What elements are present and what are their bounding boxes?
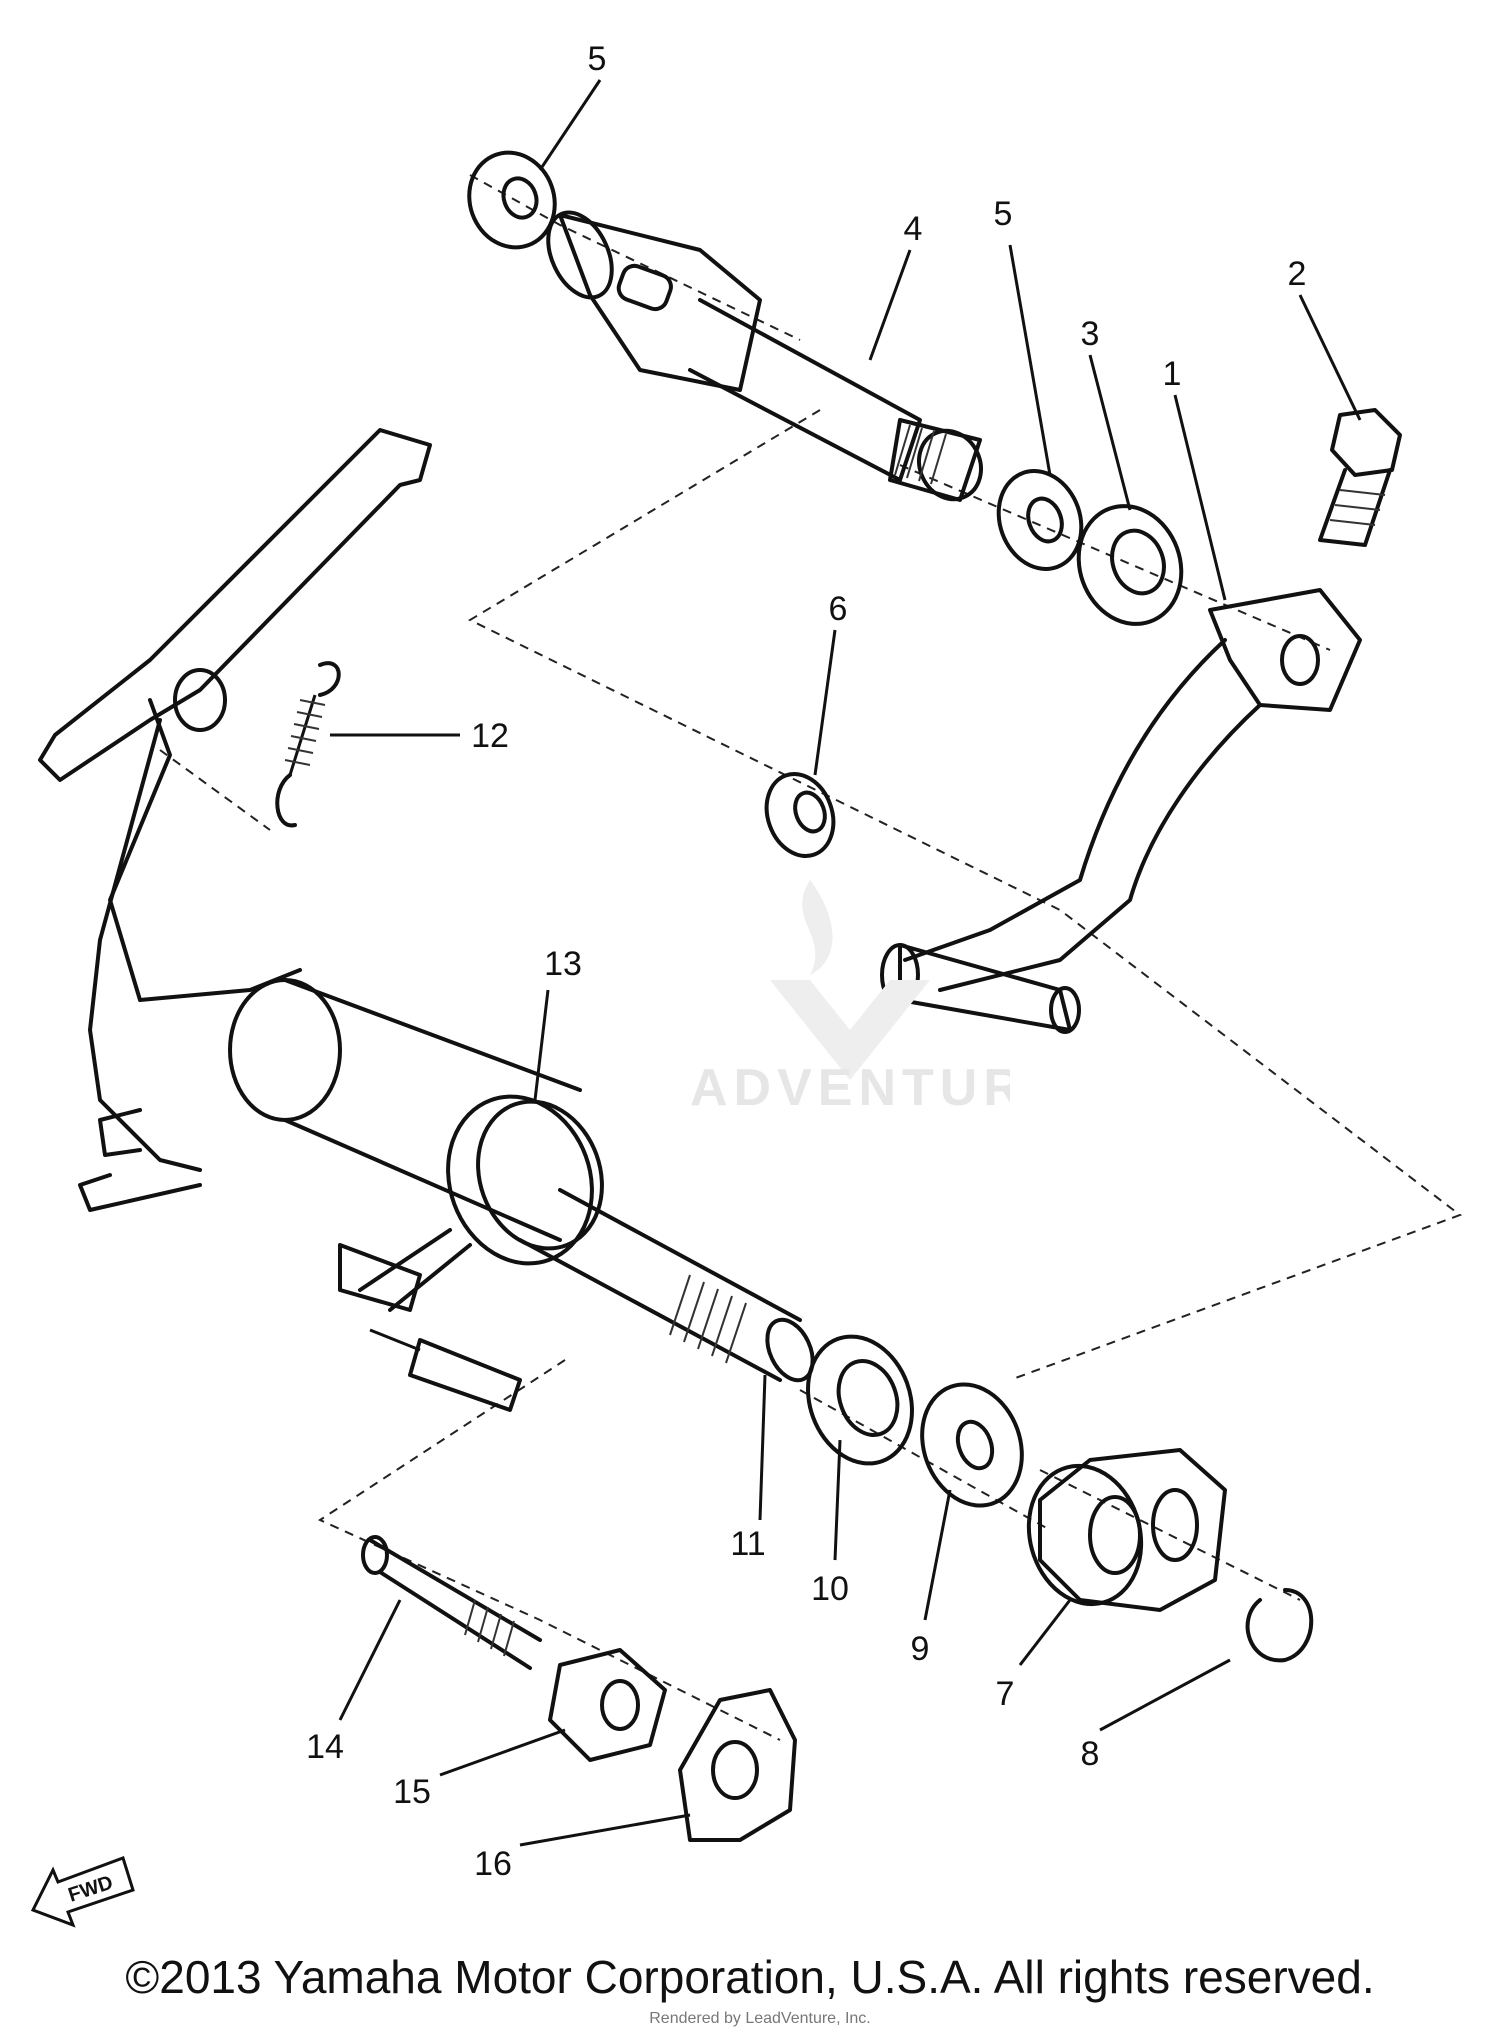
part-8-circlip xyxy=(1245,1588,1314,1663)
part-16-plate xyxy=(678,1688,797,1842)
part-label-8: 8 xyxy=(1081,1735,1100,1773)
leader-lines xyxy=(330,79,1362,1847)
part-6-collar xyxy=(764,772,836,858)
part-13-shift-arm xyxy=(38,428,815,1383)
fwd-arrow-icon: FWD xyxy=(30,1856,135,1928)
part-7-cam xyxy=(1026,1448,1227,1612)
part-number-labels: 5 4 5 3 1 2 6 12 13 11 10 9 7 8 14 15 16 xyxy=(306,40,1306,1883)
part-label-14: 14 xyxy=(306,1728,344,1766)
watermark-logo-icon xyxy=(770,880,930,1080)
assembly-lines xyxy=(159,174,1463,1741)
part-label-3: 3 xyxy=(1081,315,1100,353)
copyright-notice: ©2013 Yamaha Motor Corporation, U.S.A. A… xyxy=(125,1951,1375,2003)
watermark-text: ADVENTURE xyxy=(690,1059,1010,1110)
part-5-washer-top xyxy=(467,150,557,250)
part-label-7: 7 xyxy=(996,1675,1015,1713)
part-10-seal xyxy=(806,1334,914,1466)
part-3-oil-seal xyxy=(1076,504,1184,626)
watermark: ADVENTURE xyxy=(690,880,1010,1110)
part-label-6: 6 xyxy=(829,590,848,628)
part-label-13: 13 xyxy=(544,945,582,983)
part-label-15: 15 xyxy=(393,1773,431,1811)
part-label-11: 11 xyxy=(730,1525,765,1563)
part-label-5b: 5 xyxy=(994,195,1013,233)
part-label-4: 4 xyxy=(904,210,923,248)
footer-credit: Rendered by LeadVenture, Inc. xyxy=(649,2010,871,2027)
part-label-2: 2 xyxy=(1288,255,1307,293)
part-label-12: 12 xyxy=(471,717,509,755)
part-12-spring xyxy=(275,661,341,828)
part-13-torsion-spring xyxy=(358,1094,604,1312)
part-9-washer xyxy=(920,1382,1024,1508)
part-label-5a: 5 xyxy=(588,40,607,78)
part-5-washer-second xyxy=(996,469,1084,571)
part-4-shaft xyxy=(546,210,983,502)
pins xyxy=(338,1243,522,1412)
part-15-nut xyxy=(548,1648,667,1762)
part-1-shift-pedal xyxy=(880,588,1362,1034)
part-label-1: 1 xyxy=(1163,355,1182,393)
part-label-16: 16 xyxy=(474,1845,512,1883)
part-2-bolt xyxy=(1318,408,1402,547)
part-14-stud xyxy=(361,1535,542,1670)
part-label-10: 10 xyxy=(811,1570,849,1608)
part-label-9: 9 xyxy=(911,1630,930,1668)
